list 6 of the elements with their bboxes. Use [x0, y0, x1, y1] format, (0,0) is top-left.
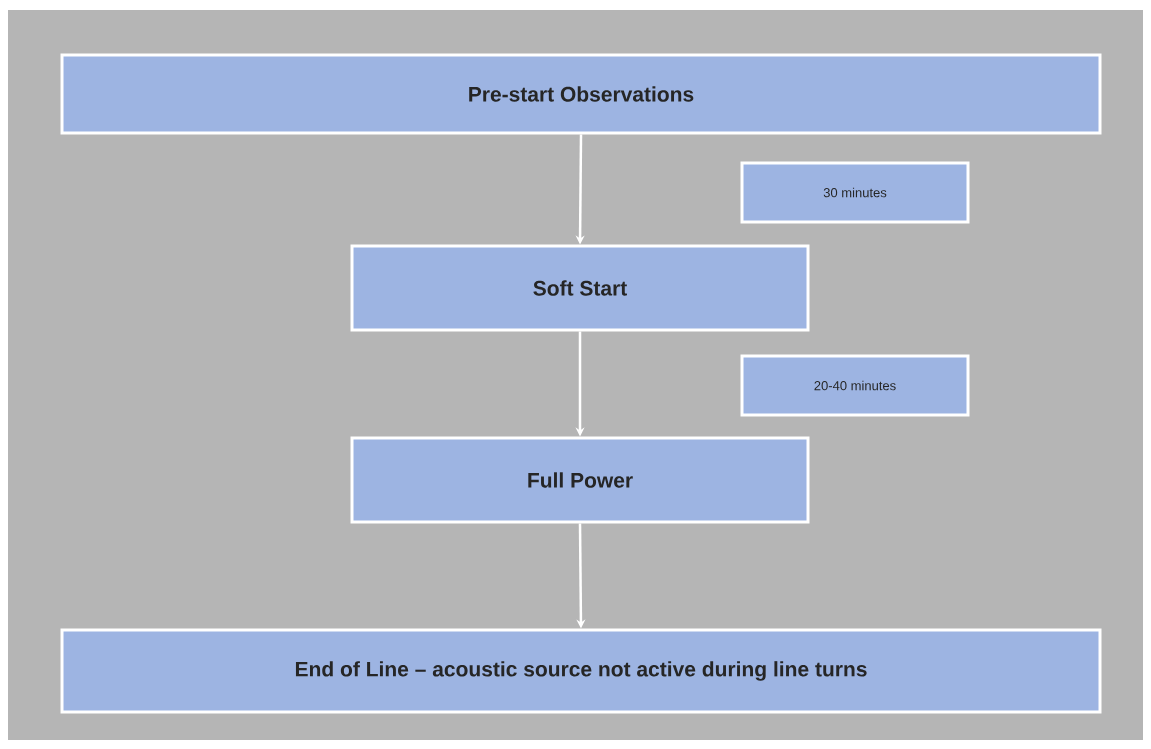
process-box: Full Power: [350, 436, 810, 524]
duration-box: 20-40 minutes: [740, 354, 970, 417]
process-box: Soft Start: [350, 244, 810, 332]
process-box: Pre-start Observations: [60, 53, 1102, 135]
duration-box: 30 minutes: [740, 161, 970, 224]
process-box: End of Line – acoustic source not active during line turns: [60, 628, 1102, 714]
